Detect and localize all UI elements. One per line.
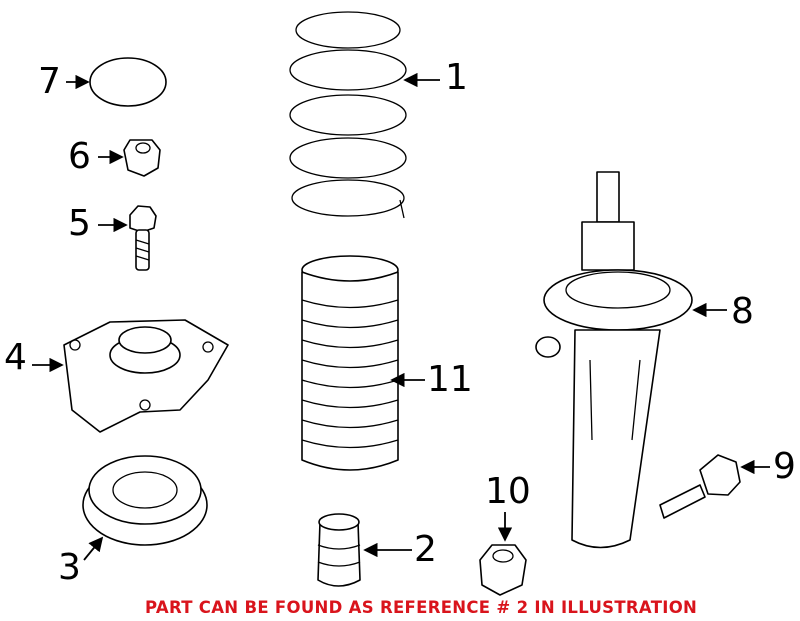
part-1-coil-spring	[289, 11, 407, 219]
callout-10: 10	[485, 471, 531, 512]
part-4-strut-mount	[63, 319, 229, 433]
callout-1: 1	[445, 57, 468, 98]
reference-note: PART CAN BE FOUND AS REFERENCE # 2 IN IL…	[145, 598, 698, 617]
part-3-bearing	[82, 455, 208, 546]
part-5-bolt	[129, 205, 157, 271]
callout-6: 6	[68, 136, 91, 177]
callout-8: 8	[731, 291, 754, 332]
callout-4: 4	[4, 337, 27, 378]
callout-9: 9	[773, 446, 796, 487]
callout-11: 11	[427, 359, 473, 400]
callout-5: 5	[68, 203, 91, 244]
callout-2: 2	[414, 529, 437, 570]
callout-3: 3	[58, 547, 81, 588]
part-7-washer	[89, 57, 167, 107]
part-10-nut	[479, 544, 527, 596]
callout-arrows	[32, 72, 770, 561]
part-2-bump-stop	[317, 513, 361, 587]
part-8-strut	[535, 171, 693, 549]
part-9-bolt	[659, 454, 741, 519]
callout-7: 7	[38, 61, 61, 102]
part-11-dust-boot	[301, 255, 399, 471]
part-6-nut	[123, 139, 161, 177]
